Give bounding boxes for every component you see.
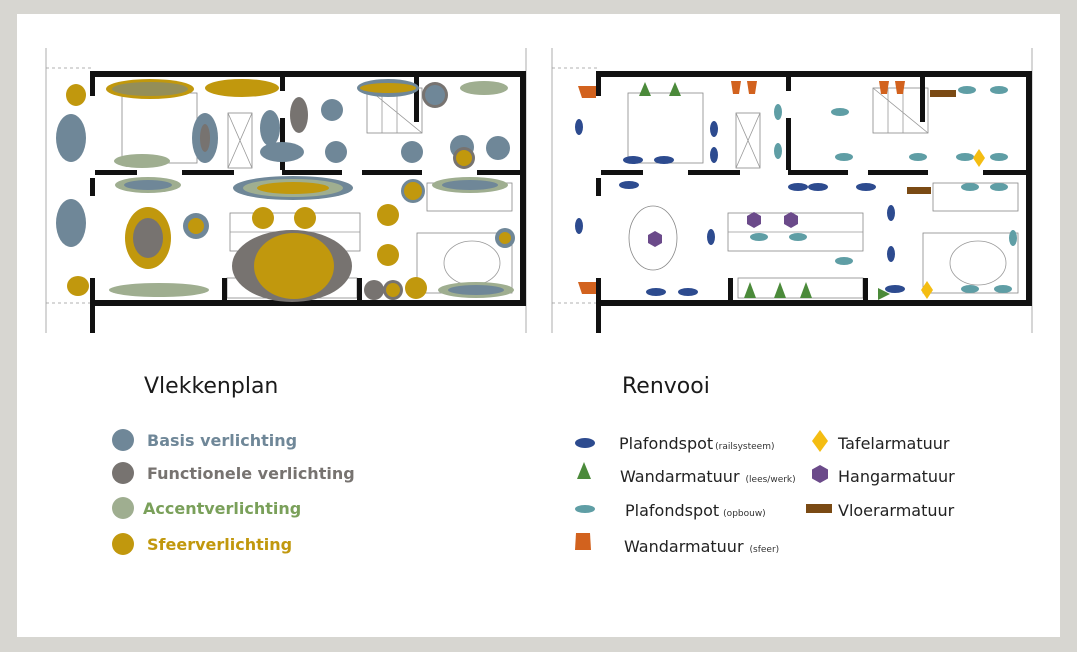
- sfeer-swatch: [112, 533, 134, 555]
- renvooi-item-hangarmatuur: Hangarmatuur: [838, 467, 955, 486]
- accent-swatch: [112, 497, 134, 519]
- renvooi-item-wandarmatuur-lees: Wandarmatuur (lees/werk): [620, 467, 796, 486]
- vloerarmatuur-symbol: [806, 504, 832, 513]
- content-panel: [17, 14, 1060, 637]
- renvooi-title: Renvooi: [622, 374, 710, 399]
- legend-item-sfeer: Sfeerverlichting: [112, 533, 292, 555]
- renvooi-label: Tafelarmatuur: [838, 434, 950, 453]
- renvooi-item-plafondspot-rail: Plafondspot (railsysteem): [619, 434, 775, 453]
- functioneel-swatch: [112, 462, 134, 484]
- renvooi-sublabel: (lees/werk): [745, 475, 796, 485]
- wandarmatuur-lees-symbol: [577, 462, 591, 479]
- legend-label: Accentverlichting: [143, 498, 302, 518]
- legend-label: Sfeerverlichting: [147, 534, 293, 554]
- floorplan-vlekkenplan: [45, 48, 527, 333]
- renvooi-label: Vloerarmatuur: [838, 501, 955, 520]
- legend-item-basis: Basis verlichting: [112, 429, 297, 451]
- renvooi-label: Plafondspot: [625, 501, 720, 520]
- renvooi-sublabel: (sfeer): [749, 545, 780, 555]
- legend-item-accent: Accentverlichting: [112, 497, 301, 519]
- renvooi-label: Wandarmatuur: [624, 537, 744, 556]
- tafelarmatuur-symbol: [812, 430, 828, 452]
- renvooi-item-plafondspot-opbouw: Plafondspot (opbouw): [625, 501, 766, 520]
- plafondspot-rail-symbol: [575, 438, 595, 448]
- renvooi-sublabel: (opbouw): [723, 509, 766, 519]
- renvooi-item-vloerarmatuur: Vloerarmatuur: [838, 501, 954, 520]
- legend-item-functioneel: Functionele verlichting: [112, 462, 355, 484]
- basis-swatch: [112, 429, 134, 451]
- vlekkenplan-title: Vlekkenplan: [144, 374, 279, 399]
- legend-label: Functionele verlichting: [147, 463, 355, 483]
- hangarmatuur-symbol: [812, 465, 828, 483]
- renvooi-item-wandarmatuur-sfeer: Wandarmatuur (sfeer): [624, 537, 779, 556]
- renvooi-sublabel: (railsysteem): [715, 442, 775, 452]
- legend-label: Basis verlichting: [147, 430, 298, 450]
- renvooi-label: Hangarmatuur: [838, 467, 955, 486]
- wandarmatuur-sfeer-symbol: [575, 533, 591, 550]
- renvooi-label: Wandarmatuur: [620, 467, 740, 486]
- renvooi-item-tafelarmatuur: Tafelarmatuur: [838, 434, 949, 453]
- plafondspot-opbouw-symbol: [575, 505, 595, 513]
- floorplan-renvooi: [551, 48, 1033, 333]
- renvooi-label: Plafondspot: [619, 434, 714, 453]
